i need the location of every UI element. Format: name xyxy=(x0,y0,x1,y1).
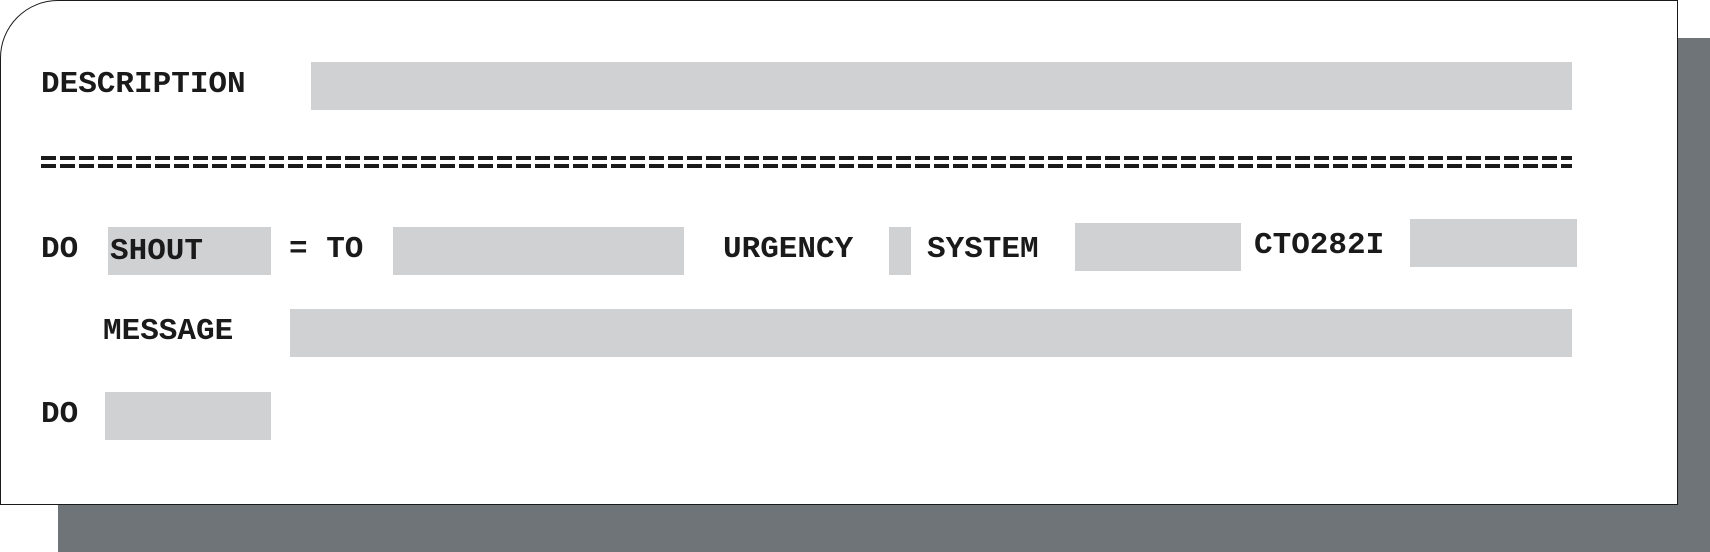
do-label-second: DO xyxy=(41,397,79,432)
shout-definition-panel: DESCRIPTION DO = TO URGENCY SYSTEM CTO28… xyxy=(0,0,1678,505)
system-input[interactable] xyxy=(1075,223,1241,271)
description-input[interactable] xyxy=(311,62,1572,110)
to-input[interactable] xyxy=(393,227,684,275)
system-label: SYSTEM xyxy=(927,232,1039,267)
message-id-label: CTO282I xyxy=(1254,228,1385,263)
urgency-label: URGENCY xyxy=(723,232,854,267)
separator-line-bottom xyxy=(41,164,1572,168)
do-label: DO xyxy=(41,232,79,267)
separator-line xyxy=(41,155,1572,171)
message-label: MESSAGE xyxy=(103,314,234,349)
action-input[interactable] xyxy=(108,227,271,275)
equals-to-label: = TO xyxy=(289,232,364,267)
description-label: DESCRIPTION xyxy=(41,67,246,102)
second-action-input[interactable] xyxy=(105,392,271,440)
separator-line-top xyxy=(41,156,1572,160)
urgency-input[interactable] xyxy=(889,227,911,275)
message-input[interactable] xyxy=(290,309,1572,357)
message-id-input[interactable] xyxy=(1410,219,1577,267)
